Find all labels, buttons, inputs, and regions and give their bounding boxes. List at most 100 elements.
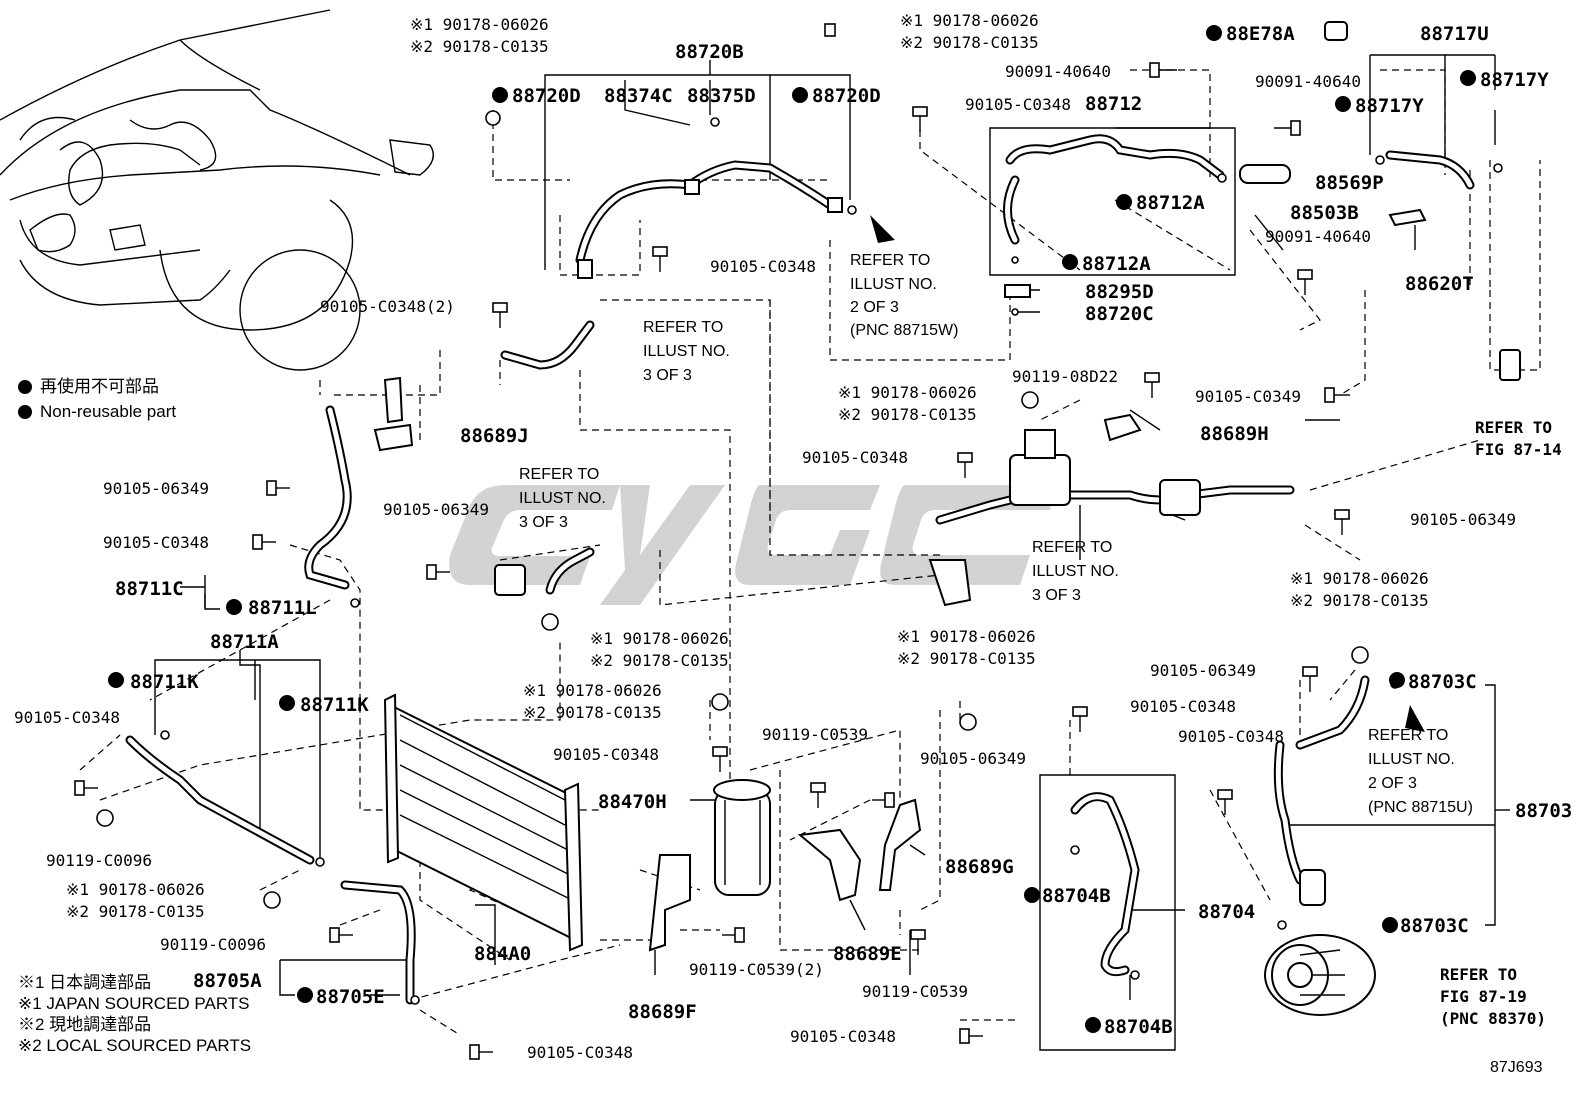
- label: 88503B: [1290, 202, 1359, 224]
- label: 88689H: [1200, 423, 1269, 445]
- label: 88703C: [1400, 915, 1469, 937]
- label: 90105-06349: [103, 479, 209, 498]
- bolt-icon: [1334, 509, 1350, 535]
- bolt-icon: [1302, 666, 1318, 692]
- label: ※2 90178-C0135: [410, 37, 549, 56]
- label: 88720D: [812, 85, 881, 107]
- label: 90105-C0348(2): [320, 297, 455, 316]
- label: 88711C: [115, 578, 184, 600]
- label: 90105-C0348: [710, 257, 816, 276]
- legend-non-reusable-en: Non-reusable part: [40, 402, 176, 421]
- bolt-icon: [469, 1044, 493, 1060]
- svg-text:(PNC 88715W): (PNC 88715W): [850, 322, 958, 339]
- label: 90105-C0348: [553, 745, 659, 764]
- figure-id: 87J693: [1490, 1059, 1543, 1076]
- svg-text:ILLUST NO.: ILLUST NO.: [850, 276, 937, 293]
- refer-illust-2-top: REFER TO ILLUST NO. 2 OF 3 (PNC 88715W): [850, 252, 958, 339]
- label: 88704B: [1042, 885, 1111, 907]
- label: 88720C: [1085, 303, 1154, 325]
- watermark-text: cygc: [770, 599, 773, 601]
- compressor: [1264, 934, 1376, 1016]
- expansion-valve-assembly: [494, 429, 1201, 607]
- refer-fig-87-14: REFER TO FIG 87-14: [1475, 418, 1562, 459]
- footnote-1-ja: ※1 日本調達部品: [18, 973, 151, 992]
- label: 88712A: [1136, 192, 1205, 214]
- label: 88712: [1085, 93, 1142, 115]
- bolt-icon: [711, 693, 729, 711]
- solid-leaders: [154, 54, 1510, 1051]
- o-rings: [160, 117, 1503, 1005]
- svg-text:2 OF 3: 2 OF 3: [850, 299, 899, 316]
- bolt-icon: [824, 23, 836, 37]
- label: 90105-C0348: [802, 448, 908, 467]
- footnote-2-en: ※2 LOCAL SOURCED PARTS: [18, 1036, 251, 1055]
- label: 88720B: [675, 41, 744, 63]
- label: ※2 90178-C0135: [523, 703, 662, 722]
- bolt-icon: [1144, 372, 1160, 398]
- label: 88703C: [1408, 671, 1477, 693]
- footnote-1-en: ※1 JAPAN SOURCED PARTS: [18, 994, 250, 1013]
- label: 88711K: [130, 671, 199, 693]
- label: ※2 90178-C0135: [838, 405, 977, 424]
- label: ※2 90178-C0135: [1290, 591, 1429, 610]
- label: ※2 90178-C0135: [897, 649, 1036, 668]
- label: ※1 90178-06026: [523, 681, 662, 700]
- label: ※1 90178-06026: [1290, 569, 1429, 588]
- arrow-icon: [870, 215, 895, 243]
- label: 90119-C0096: [160, 935, 266, 954]
- refer-fig-87-19: REFER TO FIG 87-19 (PNC 88370): [1440, 965, 1546, 1028]
- label: 90119-08D22: [1012, 367, 1118, 386]
- svg-text:REFER TO: REFER TO: [1032, 539, 1112, 556]
- label: ※1 90178-06026: [410, 15, 549, 34]
- label: 90105-C0348: [965, 95, 1071, 114]
- bolt-icon: [266, 480, 290, 496]
- label: 88711L: [248, 597, 317, 619]
- bolt-icon: [957, 452, 973, 478]
- bolts: [74, 23, 1369, 1060]
- bolt-icon: [263, 891, 281, 909]
- label: 88689F: [628, 1001, 697, 1023]
- label: 88717Y: [1480, 69, 1549, 91]
- label: 88703: [1515, 800, 1572, 822]
- label: 88711A: [210, 631, 279, 653]
- label: 88689J: [460, 425, 529, 447]
- svg-text:ILLUST NO.: ILLUST NO.: [1032, 563, 1119, 580]
- label: 88704: [1198, 901, 1255, 923]
- refer-illust-3-c: REFER TO ILLUST NO. 3 OF 3: [1032, 539, 1119, 604]
- bolt-icon: [252, 534, 276, 550]
- svg-text:FIG 87-14: FIG 87-14: [1475, 440, 1562, 459]
- receiver-dryer: [648, 779, 771, 952]
- svg-text:3 OF 3: 3 OF 3: [643, 367, 692, 384]
- bolt-icon: [652, 246, 668, 272]
- footnotes: ※1 日本調達部品 ※1 JAPAN SOURCED PARTS ※2 現地調達…: [18, 973, 251, 1055]
- svg-text:REFER TO: REFER TO: [1368, 727, 1448, 744]
- svg-text:(PNC 88370): (PNC 88370): [1440, 1009, 1546, 1028]
- bolt-icon: [329, 927, 353, 943]
- bolt-icon: [492, 302, 508, 328]
- label: 88569P: [1315, 172, 1384, 194]
- bolt-icon: [74, 780, 98, 796]
- label: 90105-06349: [383, 500, 489, 519]
- label: 88712A: [1082, 253, 1151, 275]
- svg-text:ILLUST NO.: ILLUST NO.: [519, 490, 606, 507]
- bolt-icon: [1072, 706, 1088, 732]
- label: 88620T: [1405, 273, 1474, 295]
- label: 90119-C0539(2): [689, 960, 824, 979]
- svg-text:2 OF 3: 2 OF 3: [1368, 775, 1417, 792]
- refer-illust-2-right: REFER TO ILLUST NO. 2 OF 3 (PNC 88715U): [1368, 727, 1473, 816]
- label: 90105-06349: [1410, 510, 1516, 529]
- label: 88689E: [833, 943, 902, 965]
- label: 90105-C0349: [1195, 387, 1301, 406]
- label: 90119-C0539: [862, 982, 968, 1001]
- label: 90119-C0539: [762, 725, 868, 744]
- bolt-icon: [541, 613, 559, 631]
- svg-text:REFER TO: REFER TO: [519, 466, 599, 483]
- refer-arrows: [870, 215, 1425, 732]
- label: 90119-C0096: [46, 851, 152, 870]
- label: ※2 90178-C0135: [66, 902, 205, 921]
- fittings: [577, 21, 1521, 906]
- legend-non-reusable-ja: 再使用不可部品: [40, 376, 159, 396]
- svg-text:FIG 87-19: FIG 87-19: [1440, 987, 1527, 1006]
- bolt-icon: [959, 713, 977, 731]
- bolt-icon: [426, 564, 450, 580]
